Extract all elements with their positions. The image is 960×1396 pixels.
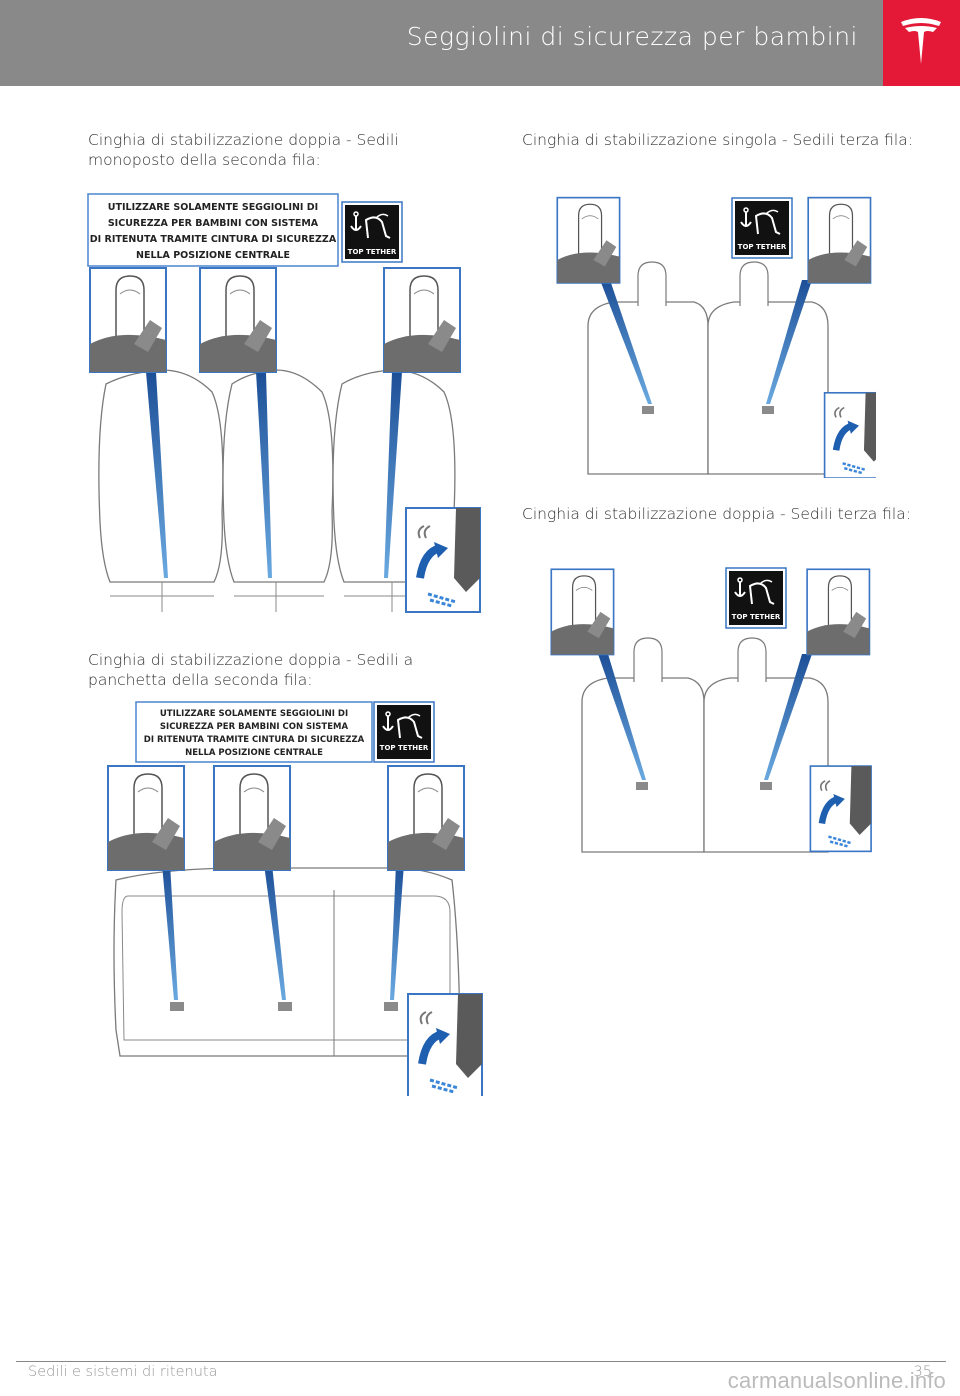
diagram-second-row-bench: UTILIZZARE SOLAMENTE SEGGIOLINI DI SICUR… bbox=[107, 701, 484, 1096]
anchor-inset bbox=[810, 766, 871, 851]
headrest-inset-right bbox=[806, 568, 871, 656]
page-number: 35 bbox=[913, 1364, 932, 1380]
caption-second-row-single: Cinghia di stabilizzazione doppia - Sedi… bbox=[88, 131, 399, 169]
top-tether-label: TOP TETHER bbox=[732, 613, 781, 621]
footer-divider bbox=[16, 1361, 946, 1362]
watermark: carmanualsonline.info bbox=[727, 1368, 946, 1393]
top-tether-icon bbox=[373, 701, 435, 763]
headrest-inset-right bbox=[383, 267, 461, 373]
headrest-inset-left bbox=[89, 267, 167, 373]
page-header bbox=[0, 0, 960, 86]
diagram-third-row-single: TOP TETHER bbox=[556, 196, 876, 478]
headrest-inset-left bbox=[550, 568, 615, 656]
label-line-4: NELLA POSIZIONE CENTRALE bbox=[136, 250, 290, 261]
top-tether-label: TOP TETHER bbox=[380, 744, 429, 752]
diagram-second-row-single-seats: UTILIZZARE SOLAMENTE SEGGIOLINI DI SICUR… bbox=[87, 193, 486, 616]
caption-third-row-double: Cinghia di stabilizzazione doppia - Sedi… bbox=[522, 505, 911, 523]
headrest-inset-right bbox=[387, 765, 465, 871]
headrest-inset-center bbox=[213, 765, 291, 871]
label-line-2: SICUREZZA PER BAMBINI CON SISTEMA bbox=[160, 722, 349, 732]
anchor-inset bbox=[406, 508, 480, 612]
headrest-inset-right bbox=[807, 196, 872, 284]
page-title: Seggiolini di sicurezza per bambini bbox=[406, 22, 858, 51]
label-line-3: DI RITENUTA TRAMITE CINTURA DI SICUREZZA bbox=[90, 234, 337, 245]
top-tether-label: TOP TETHER bbox=[348, 248, 397, 256]
label-line-3: DI RITENUTA TRAMITE CINTURA DI SICUREZZA bbox=[144, 735, 365, 745]
label-line-1: UTILIZZARE SOLAMENTE SEGGIOLINI DI bbox=[108, 202, 318, 213]
headrest-inset-center bbox=[199, 267, 277, 373]
top-tether-label: TOP TETHER bbox=[738, 243, 787, 251]
headrest-inset-left bbox=[107, 765, 185, 871]
footer-section-title: Sedili e sistemi di ritenuta bbox=[28, 1364, 218, 1380]
label-line-1: UTILIZZARE SOLAMENTE SEGGIOLINI DI bbox=[160, 709, 348, 719]
caption-third-row-single: Cinghia di stabilizzazione singola - Sed… bbox=[522, 131, 913, 149]
brand-logo bbox=[883, 0, 960, 86]
caption-second-row-bench: Cinghia di stabilizzazione doppia - Sedi… bbox=[88, 651, 414, 689]
label-line-4: NELLA POSIZIONE CENTRALE bbox=[185, 748, 323, 758]
anchor-inset bbox=[408, 994, 482, 1096]
label-line-2: SICUREZZA PER BAMBINI CON SISTEMA bbox=[108, 218, 319, 229]
diagram-third-row-double: TOP TETHER bbox=[550, 567, 878, 856]
anchor-inset bbox=[825, 393, 876, 478]
headrest-inset-left bbox=[556, 196, 621, 284]
tesla-logo-icon bbox=[901, 18, 941, 64]
